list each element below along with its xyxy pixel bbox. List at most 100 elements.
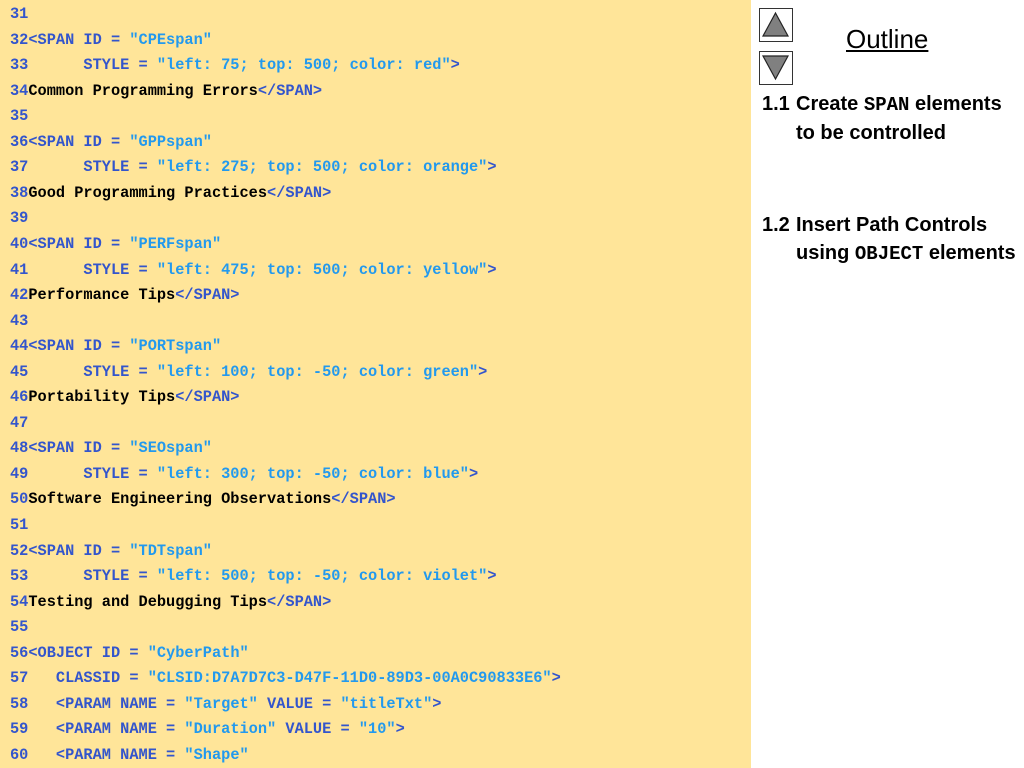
code-tag: > [468, 464, 479, 483]
code-string: "10" [358, 720, 396, 739]
outline-item-text: Create SPAN elements to be controlled [796, 93, 1002, 144]
code-string: "SEOspan" [129, 439, 212, 458]
line-number: 54 [10, 592, 29, 611]
code-tag: </SPAN> [175, 388, 240, 407]
code-line: 56<OBJECT ID = "CyberPath" [10, 641, 249, 666]
code-string: "left: 75; top: 500; color: red" [156, 56, 451, 75]
code-tag: <OBJECT ID = [28, 643, 148, 662]
code-line: 60 <PARAM NAME = "Shape" [10, 743, 249, 768]
code-tag: STYLE = [28, 464, 157, 483]
code-tag: CLASSID = [28, 669, 148, 688]
code-string: "CLSID:D7A7D7C3-D47F-11D0-89D3-00A0C9083… [147, 669, 552, 688]
code-string: "CyberPath" [147, 643, 249, 662]
code-line: 48<SPAN ID = "SEOspan" [10, 436, 212, 461]
code-tag: <SPAN ID = [28, 337, 130, 356]
line-number: 39 [10, 209, 29, 228]
code-tag: > [487, 260, 497, 279]
code-tag: <SPAN ID = [28, 30, 130, 49]
code-line: 55 [10, 615, 28, 640]
line-number: 34 [10, 81, 29, 100]
code-line: 54Testing and Debugging Tips</SPAN> [10, 590, 331, 615]
code-tag: > [487, 567, 497, 586]
line-number: 59 [10, 720, 29, 739]
code-tag: <SPAN ID = [28, 234, 130, 253]
line-number: 42 [10, 286, 29, 305]
next-slide-button[interactable] [759, 51, 793, 85]
code-line: 31 [10, 2, 28, 27]
code-line: 45 STYLE = "left: 100; top: -50; color: … [10, 360, 487, 385]
code-line: 52<SPAN ID = "TDTspan" [10, 539, 212, 564]
code-string: "Shape" [184, 745, 249, 764]
code-tag: STYLE = [28, 567, 157, 586]
code-string: "GPPspan" [129, 132, 212, 151]
code-text: Performance Tips [28, 286, 176, 305]
line-number: 43 [10, 311, 29, 330]
code-tag: <PARAM NAME = [28, 745, 185, 764]
code-tag: > [395, 720, 405, 739]
code-line: 38Good Programming Practices</SPAN> [10, 181, 331, 206]
line-number: 60 [10, 745, 29, 764]
line-number: 33 [10, 56, 29, 75]
code-line: 35 [10, 104, 28, 129]
line-number: 51 [10, 516, 29, 534]
code-line: 37 STYLE = "left: 275; top: 500; color: … [10, 155, 497, 180]
code-tag: > [487, 158, 497, 177]
code-tag: </SPAN> [175, 286, 240, 305]
code-line: 44<SPAN ID = "PORTspan" [10, 334, 221, 359]
code-tag: STYLE = [28, 158, 157, 177]
code-tag: </SPAN> [267, 183, 332, 202]
code-line: 59 <PARAM NAME = "Duration" VALUE = "10"… [10, 717, 405, 742]
line-number: 41 [10, 260, 29, 279]
code-line: 58 <PARAM NAME = "Target" VALUE = "title… [10, 692, 441, 717]
code-string: "left: 300; top: -50; color: blue" [156, 464, 469, 483]
outline-item-text: Insert Path Controls using OBJECT elemen… [796, 214, 1016, 265]
code-string: "PORTspan" [129, 337, 222, 356]
line-number: 44 [10, 337, 29, 356]
code-text: Portability Tips [28, 388, 176, 407]
code-tag: </SPAN> [257, 81, 323, 100]
line-number: 48 [10, 439, 29, 458]
code-line: 40<SPAN ID = "PERFspan" [10, 232, 221, 257]
line-number: 35 [10, 107, 29, 126]
code-line: 43 [10, 309, 28, 334]
code-tag: > [432, 694, 442, 713]
code-tag: STYLE = [28, 362, 157, 381]
code-line: 41 STYLE = "left: 475; top: 500; color: … [10, 258, 497, 283]
code-tag: STYLE = [28, 56, 157, 75]
code-tag: > [478, 362, 488, 381]
line-number: 31 [10, 5, 29, 23]
code-tag: <PARAM NAME = [28, 694, 185, 713]
outline-title[interactable]: Outline [846, 24, 929, 54]
code-line: 39 [10, 206, 28, 231]
line-number: 47 [10, 413, 29, 432]
code-string: "left: 275; top: 500; color: orange" [156, 158, 488, 177]
code-tag: VALUE = [276, 720, 359, 739]
line-number: 58 [10, 694, 29, 713]
code-string: "left: 100; top: -50; color: green" [156, 362, 479, 381]
code-tag: <PARAM NAME = [28, 720, 185, 739]
code-tag: </SPAN> [331, 490, 396, 509]
code-string: "PERFspan" [129, 234, 222, 253]
code-line: 46Portability Tips</SPAN> [10, 385, 240, 410]
outline-item-2: 1.2 Insert Path Controls using OBJECT el… [762, 211, 1022, 301]
code-tag: VALUE = [257, 694, 341, 713]
code-line: 33 STYLE = "left: 75; top: 500; color: r… [10, 53, 460, 78]
code-line: 34Common Programming Errors</SPAN> [10, 79, 322, 104]
triangle-down-icon [761, 55, 790, 81]
line-number: 32 [10, 30, 29, 49]
code-string: "CPEspan" [129, 30, 212, 49]
code-line: 36<SPAN ID = "GPPspan" [10, 130, 212, 155]
previous-slide-button[interactable] [759, 8, 793, 42]
line-number: 57 [10, 669, 29, 688]
code-line: 51 [10, 513, 28, 538]
code-tag: > [551, 669, 561, 688]
code-line: 32<SPAN ID = "CPEspan" [10, 28, 212, 53]
code-text: Good Programming Practices [28, 183, 268, 202]
line-number: 49 [10, 464, 29, 483]
code-line: 53 STYLE = "left: 500; top: -50; color: … [10, 564, 497, 589]
line-number: 40 [10, 234, 29, 253]
code-text: Software Engineering Observations [28, 490, 332, 509]
code-tag: <SPAN ID = [28, 541, 130, 560]
line-number: 36 [10, 132, 29, 151]
